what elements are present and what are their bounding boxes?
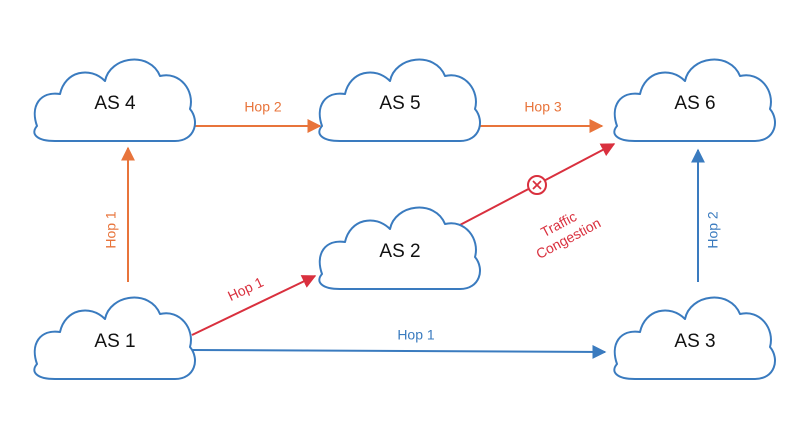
cloud-label-as6: AS 6 [674, 93, 715, 114]
cloud-label-as3: AS 3 [674, 331, 715, 352]
cloud-as5[interactable]: AS 5 [318, 58, 481, 142]
edge-label-as1-as2: Hop 1 [225, 274, 266, 304]
cloud-as2[interactable]: AS 2 [318, 206, 481, 290]
cloud-label-as2: AS 2 [379, 241, 420, 262]
edge-as1-as3 [191, 344, 607, 359]
edge-label-as3-as6: Hop 2 [705, 211, 721, 249]
edge-label-as5-as6: Hop 3 [524, 99, 562, 115]
congestion-marker: Traffic Congestion [525, 175, 603, 262]
cloud-as4[interactable]: AS 4 [33, 58, 196, 142]
edge-label-as1-as3: Hop 1 [397, 327, 435, 343]
cloud-as6[interactable]: AS 6 [613, 58, 776, 142]
blocked-x-stroke-2 [532, 180, 542, 190]
edge-label-as4-as5: Hop 2 [244, 99, 282, 115]
cloud-as3[interactable]: AS 3 [613, 296, 776, 380]
cloud-label-as5: AS 5 [379, 93, 420, 114]
cloud-as1[interactable]: AS 1 [33, 296, 196, 380]
edge-as1-as2 [191, 275, 317, 336]
cloud-label-as4: AS 4 [94, 93, 136, 114]
edge-label-as1-as4: Hop 1 [103, 211, 119, 249]
cloud-label-as1: AS 1 [94, 331, 135, 352]
congestion-label: Traffic Congestion [525, 199, 603, 261]
